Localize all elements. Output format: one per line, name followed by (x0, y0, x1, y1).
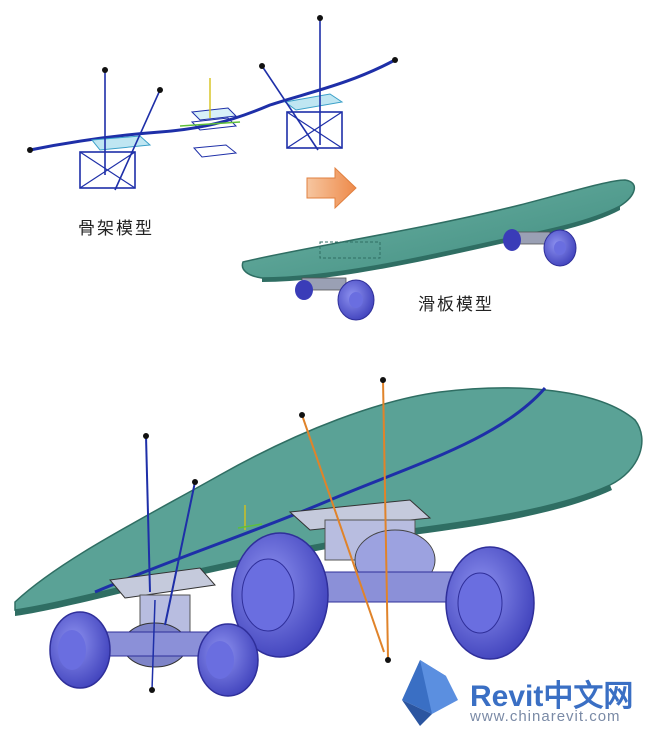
arrow-right-icon (306, 166, 357, 210)
skeleton-model-label: 骨架模型 (78, 219, 154, 239)
watermark-brand: Revit中文网 (470, 680, 634, 713)
watermark-url: www.chinarevit.com (470, 708, 621, 725)
skateboard-model-label: 滑板模型 (418, 295, 494, 315)
combined-model (14, 377, 643, 697)
skeleton-model (27, 15, 398, 191)
revit-r-icon (402, 660, 458, 726)
skateboard-model (241, 179, 635, 321)
